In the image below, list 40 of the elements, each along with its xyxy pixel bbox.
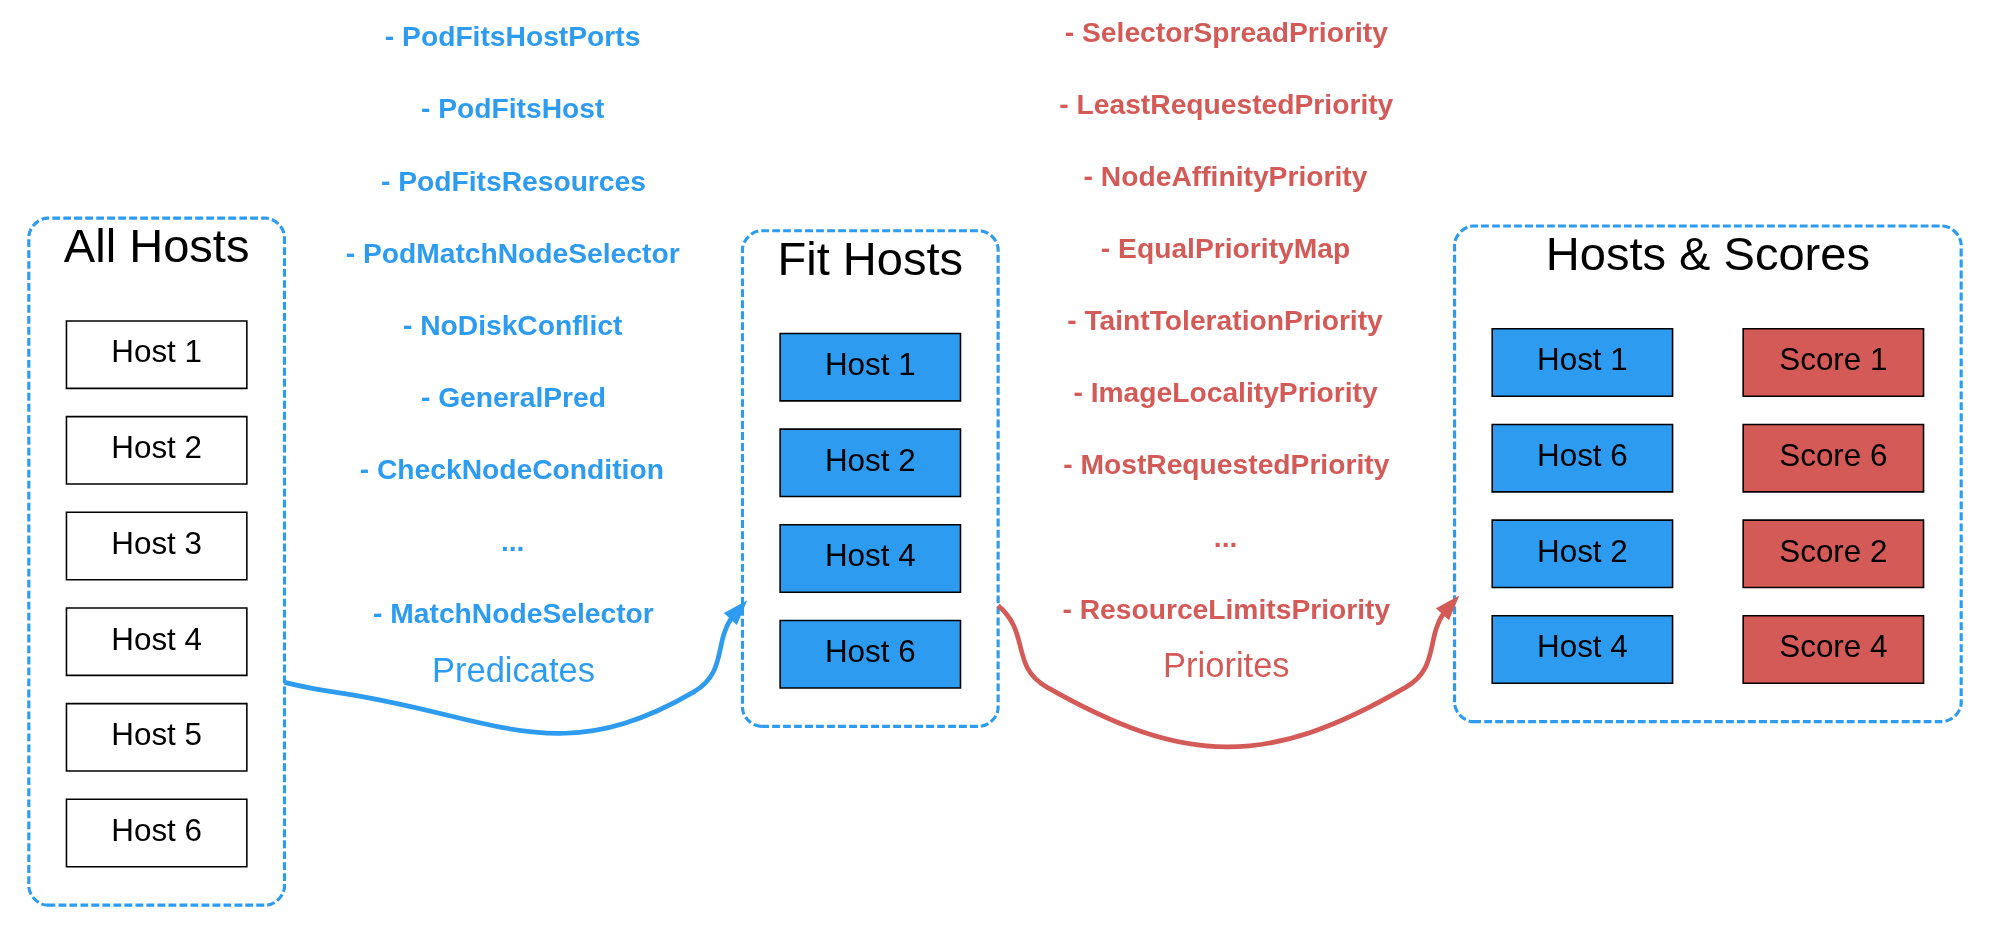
node-box: Score 6 — [1742, 423, 1925, 493]
node-box: Host 1 — [65, 320, 248, 390]
node-box: Host 4 — [779, 524, 962, 594]
node-box: Host 6 — [65, 798, 248, 868]
node-box: Host 3 — [65, 511, 248, 581]
label: ... — [1213, 520, 1238, 553]
label: - ResourceLimitsPriority — [1062, 592, 1391, 625]
label: - NodeAffinityPriority — [1083, 159, 1368, 192]
node-box: Host 1 — [779, 332, 962, 402]
node-box: Host 5 — [65, 702, 248, 772]
label: - PodMatchNodeSelector — [345, 236, 680, 269]
label: - PodFitsHost — [420, 92, 605, 125]
node-box: Score 4 — [1742, 615, 1925, 684]
label: - LeastRequestedPriority — [1059, 87, 1394, 120]
label: - PodFitsHostPorts — [384, 20, 641, 53]
label: - SelectorSpreadPriority — [1064, 15, 1388, 48]
node-box: Host 6 — [1491, 423, 1674, 493]
node-box: Score 1 — [1742, 327, 1925, 397]
arrow — [283, 600, 748, 736]
label: - MatchNodeSelector — [373, 597, 654, 630]
label: - TaintTolerationPriority — [1067, 304, 1383, 337]
edge-label: Predicates — [431, 650, 595, 689]
node-box: Host 2 — [65, 415, 248, 485]
arrow — [996, 595, 1460, 750]
label: - NoDiskConflict — [402, 308, 623, 341]
node-box: Host 2 — [1491, 519, 1674, 589]
label: - CheckNodeCondition — [359, 453, 664, 486]
node-box: Host 6 — [779, 619, 962, 689]
node-box: Host 2 — [779, 428, 962, 498]
node-box: Score 2 — [1742, 519, 1925, 589]
label: - GeneralPred — [420, 381, 606, 414]
label: - EqualPriorityMap — [1100, 232, 1351, 265]
edge-label: Priorites — [1163, 646, 1290, 685]
label: ... — [500, 525, 525, 558]
node-box: Host 1 — [1491, 327, 1674, 397]
label: - ImageLocalityPriority — [1073, 376, 1378, 409]
node-box: Host 4 — [65, 607, 248, 677]
label: - MostRequestedPriority — [1063, 448, 1390, 481]
node-box: Host 4 — [1491, 615, 1674, 684]
label: - PodFitsResources — [380, 164, 646, 197]
